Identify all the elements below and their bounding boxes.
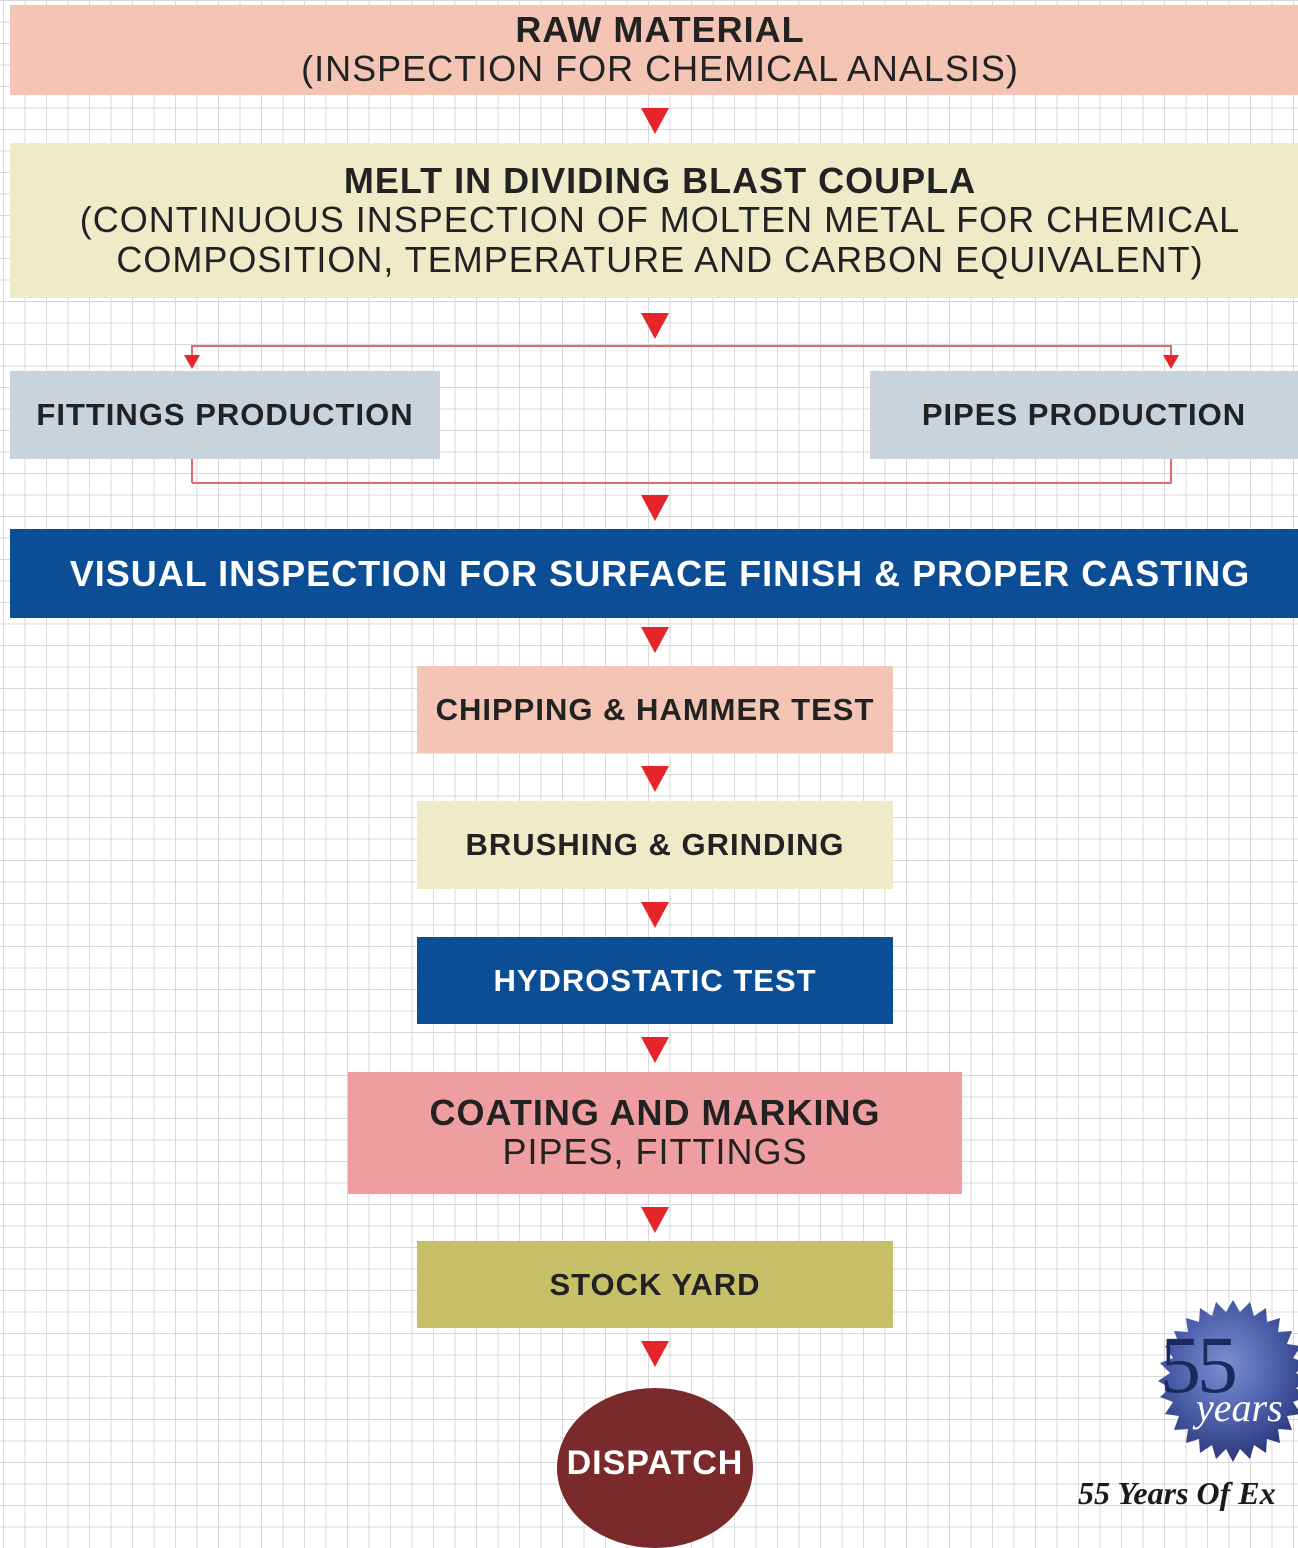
step-title: FITTINGS PRODUCTION: [36, 397, 414, 432]
step-fittings-production: FITTINGS PRODUCTION: [10, 371, 440, 459]
anniversary-seal-icon: [1158, 1300, 1298, 1462]
step-subtitle: COMPOSITION, TEMPERATURE AND CARBON EQUI…: [116, 238, 1204, 280]
step-pipes-production: PIPES PRODUCTION: [870, 371, 1298, 459]
merge-connector: [191, 459, 193, 483]
step-title: STOCK YARD: [549, 1266, 761, 1302]
step-title: RAW MATERIAL: [515, 9, 805, 50]
flow-arrow: [641, 1341, 669, 1367]
step-subtitle: (CONTINUOUS INSPECTION OF MOLTEN METAL F…: [79, 198, 1241, 240]
step-brushing-grinding: BRUSHING & GRINDING: [417, 801, 893, 889]
flow-arrow: [641, 627, 669, 653]
split-connector: [1170, 345, 1172, 357]
step-title: CHIPPING & HAMMER TEST: [435, 691, 875, 727]
step-subtitle: PIPES, FITTINGS: [502, 1131, 808, 1172]
flow-arrow: [641, 1207, 669, 1233]
badge-number: 55: [1160, 1319, 1238, 1410]
step-title: PIPES PRODUCTION: [921, 397, 1247, 432]
step-stock-yard: STOCK YARD: [417, 1241, 893, 1328]
step-dispatch: DISPATCH: [557, 1388, 753, 1548]
tagline: 55 Years Of Ex: [1078, 1475, 1276, 1511]
step-hydrostatic-test: HYDROSTATIC TEST: [417, 937, 893, 1024]
step-title: DISPATCH: [566, 1444, 744, 1482]
step-visual-inspection: VISUAL INSPECTION FOR SURFACE FINISH & P…: [10, 529, 1298, 618]
merge-connector: [1170, 459, 1172, 483]
step-title: COATING AND MARKING: [429, 1092, 881, 1133]
split-arrow: [184, 355, 200, 369]
step-melt: MELT IN DIVIDING BLAST COUPLA (CONTINUOU…: [10, 143, 1298, 298]
flow-arrow: [641, 495, 669, 521]
flow-arrow: [641, 108, 669, 134]
flow-arrow: [641, 766, 669, 792]
split-arrow: [1163, 355, 1179, 369]
split-connector: [192, 345, 1172, 347]
step-subtitle: (INSPECTION FOR CHEMICAL ANALSIS): [301, 48, 1019, 89]
flow-arrow: [641, 1037, 669, 1063]
step-chipping-hammer-test: CHIPPING & HAMMER TEST: [417, 666, 893, 753]
merge-connector: [192, 482, 1172, 484]
step-title: BRUSHING & GRINDING: [465, 827, 845, 862]
flow-arrow: [641, 313, 669, 339]
step-title: VISUAL INSPECTION FOR SURFACE FINISH & P…: [69, 552, 1251, 594]
badge-word: years: [1196, 1385, 1283, 1430]
split-connector: [191, 345, 193, 357]
flow-arrow: [641, 902, 669, 928]
step-title: HYDROSTATIC TEST: [493, 962, 817, 998]
step-title: MELT IN DIVIDING BLAST COUPLA: [343, 159, 977, 201]
step-coating-marking: COATING AND MARKING PIPES, FITTINGS: [348, 1072, 962, 1194]
step-raw-material: RAW MATERIAL (INSPECTION FOR CHEMICAL AN…: [10, 5, 1298, 95]
